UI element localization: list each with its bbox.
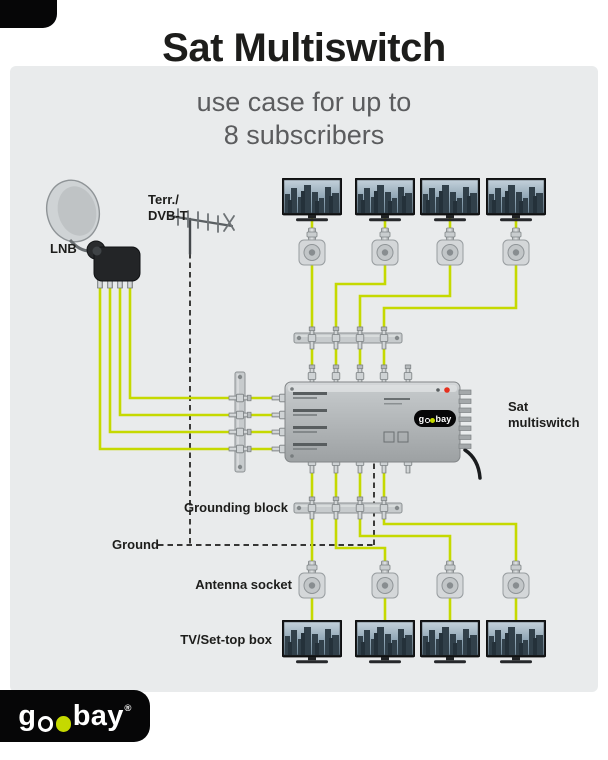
lnb-device-icon xyxy=(86,240,141,289)
page-subtitle: use case for up to 8 subscribers xyxy=(0,86,608,152)
antenna-sockets-bottom xyxy=(298,560,530,599)
satellite-dish-icon xyxy=(45,179,101,253)
ground-label: Ground xyxy=(112,537,159,552)
terrestrial-label: Terr./ DVB-T xyxy=(148,192,188,224)
grounding-block-top xyxy=(293,326,403,350)
sat-multiswitch-label: Sat multiswitch xyxy=(508,399,580,431)
device-goobay-logo: g bay xyxy=(414,410,456,427)
sat-multiswitch-label-line2: multiswitch xyxy=(508,415,580,430)
antenna-socket-label: Antenna socket xyxy=(195,577,292,592)
sat-multiswitch-label-line1: Sat xyxy=(508,399,529,414)
logo-o-disc-icon xyxy=(55,716,72,732)
subtitle-line1: use case for up to xyxy=(196,87,412,117)
subtitle-line2: 8 subscribers xyxy=(223,120,385,150)
lnb-label: LNB xyxy=(50,241,77,256)
power-led xyxy=(444,387,450,393)
logo-letter-g: g xyxy=(18,699,37,732)
power-cable xyxy=(463,448,482,480)
page-title: Sat Multiswitch xyxy=(162,26,446,70)
logo-o-ring-icon xyxy=(424,418,430,424)
tv-row-top xyxy=(282,178,546,222)
logo-letter-g: g xyxy=(418,413,425,424)
corner-brand-tab xyxy=(0,0,57,28)
logo-letters-bay: bay xyxy=(435,413,452,424)
logo-letters-bay: bay xyxy=(72,699,124,732)
terrestrial-antenna-icon xyxy=(168,208,235,256)
goobay-brand-logo: g bay ® xyxy=(0,690,150,742)
antenna-sockets-top xyxy=(298,227,530,266)
multiswitch-device xyxy=(271,364,482,480)
grounding-block-label: Grounding block xyxy=(184,500,288,515)
registered-mark: ® xyxy=(124,702,132,714)
terrestrial-label-line1: Terr./ xyxy=(148,192,179,207)
heat-sink-fins xyxy=(458,389,472,449)
logo-o-ring-icon xyxy=(37,716,54,732)
terrestrial-label-line2: DVB-T xyxy=(148,208,188,223)
logo-o-disc-icon xyxy=(430,418,436,424)
grounding-block-left xyxy=(228,371,252,473)
grounding-block-bottom xyxy=(293,496,403,520)
tv-settop-label: TV/Set-top box xyxy=(180,632,272,647)
tv-row-bottom xyxy=(282,620,546,664)
